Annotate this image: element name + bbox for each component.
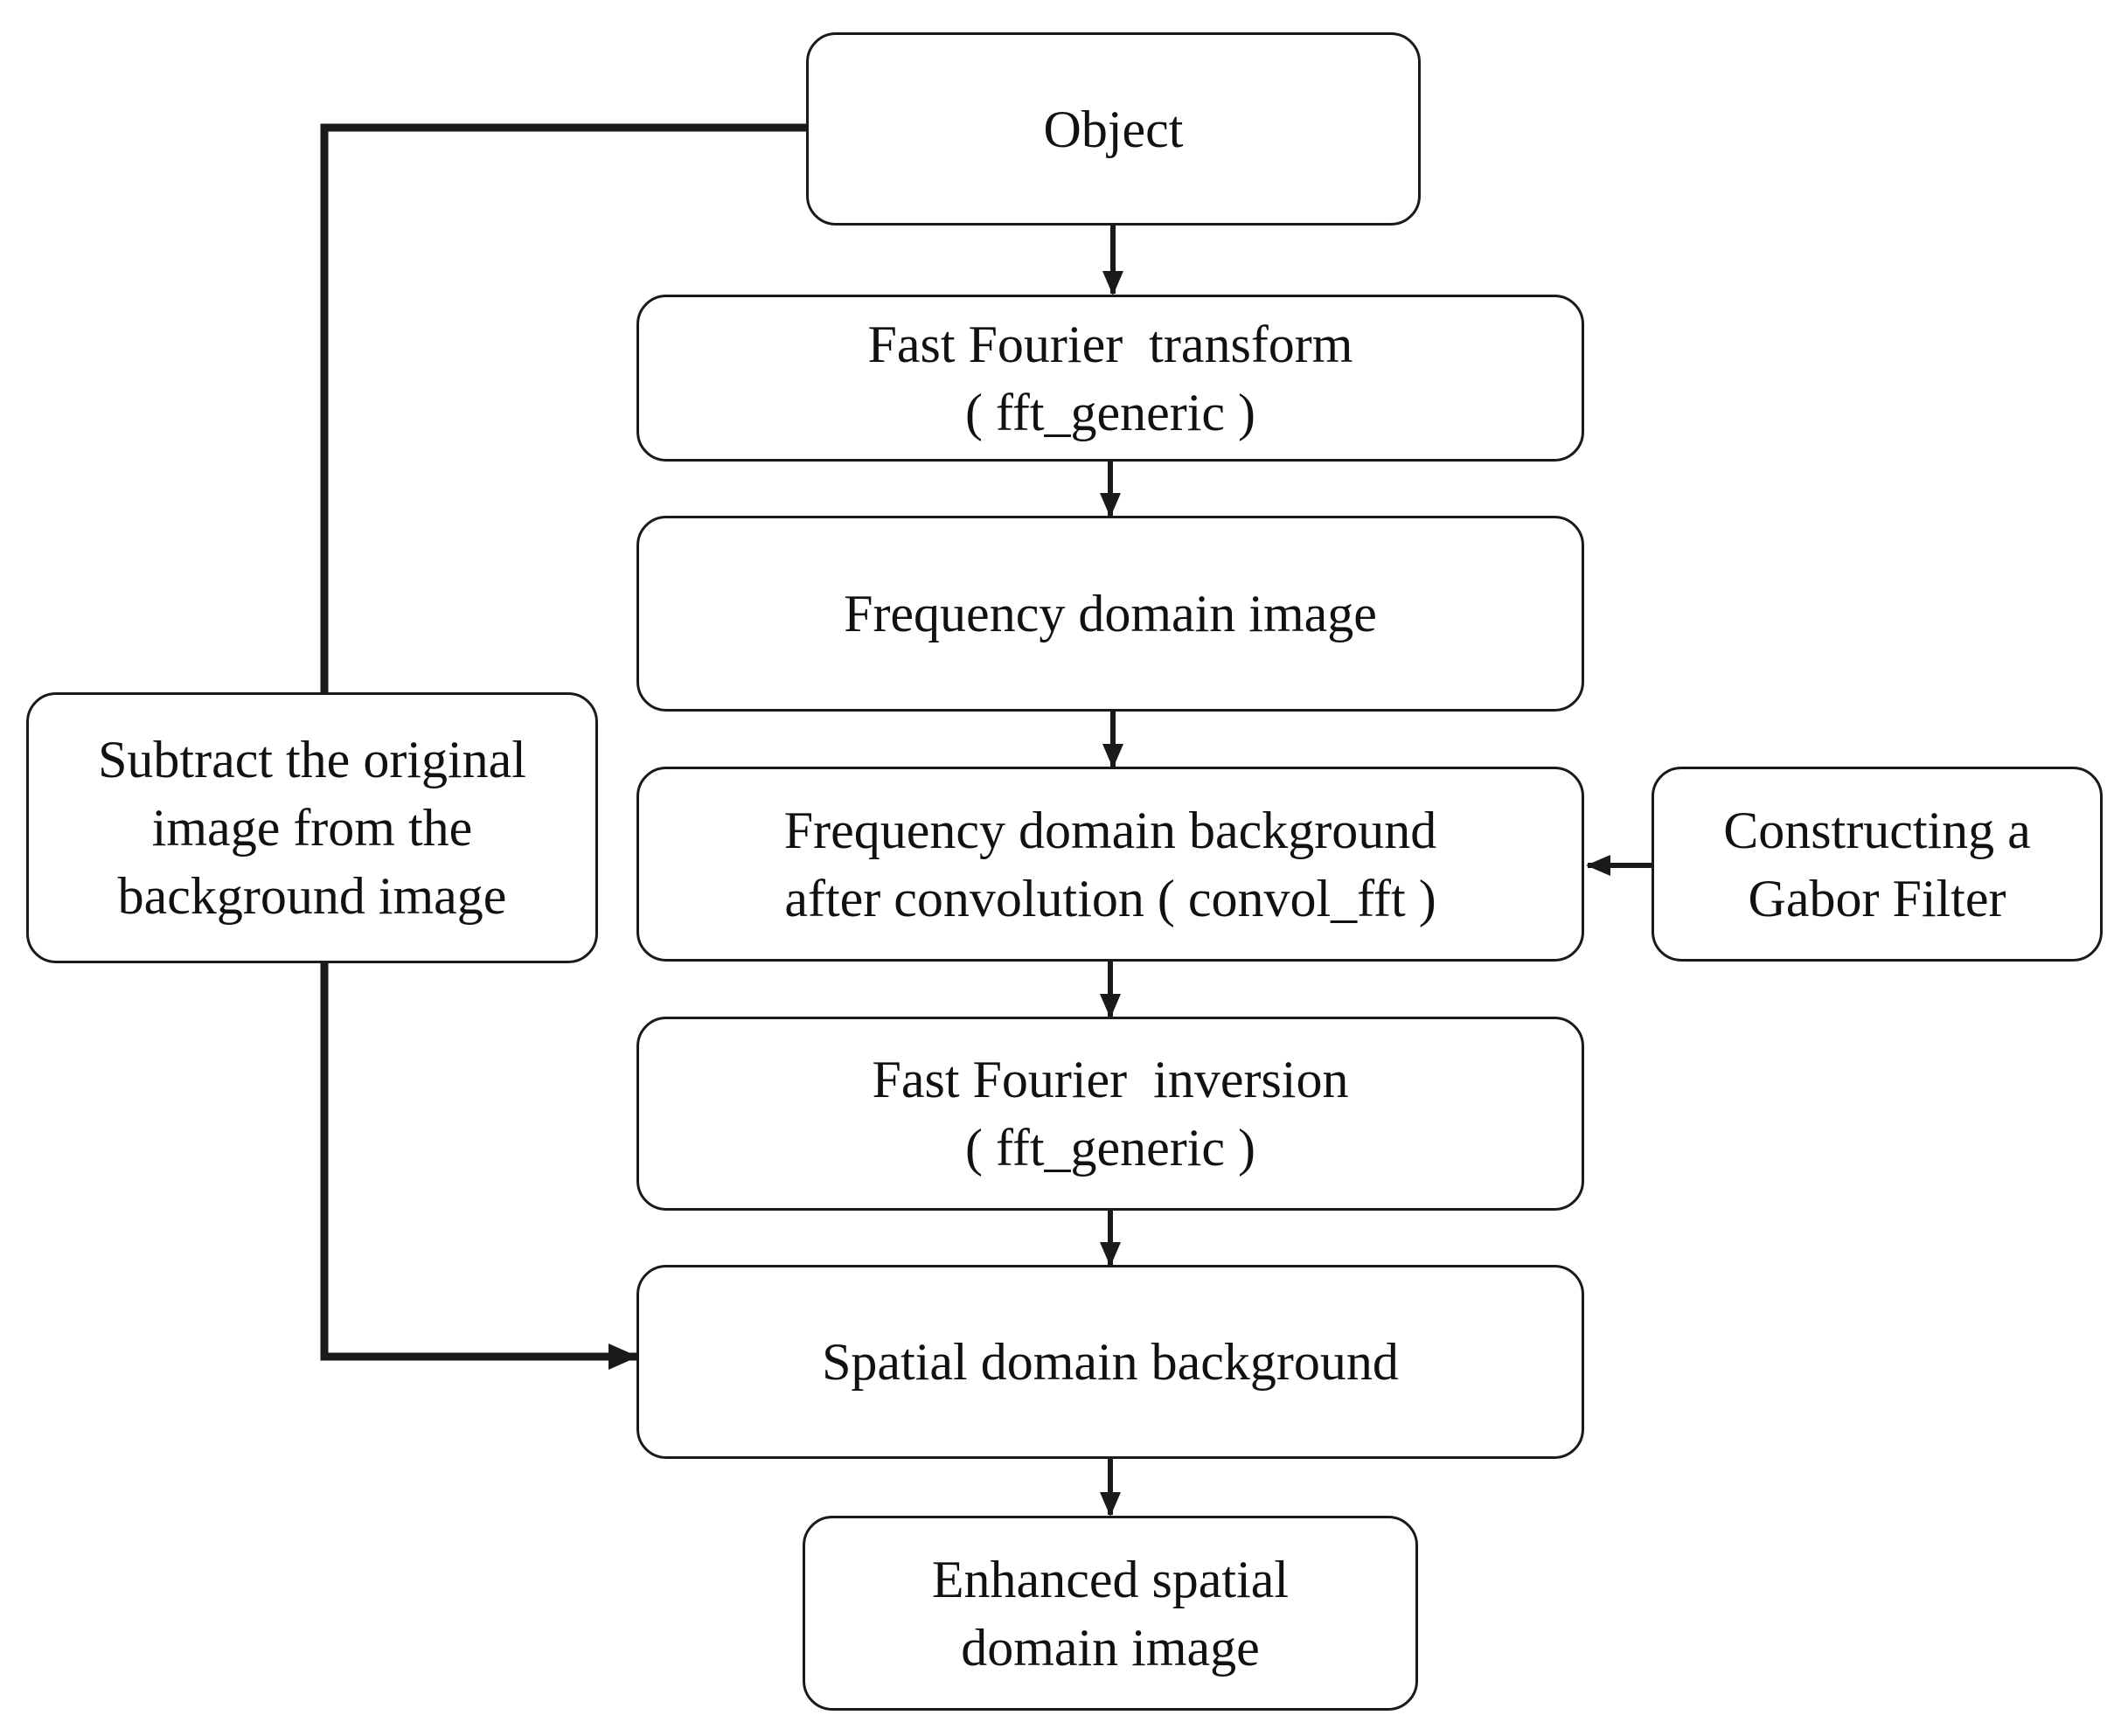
subtract-label-line-1: Subtract the original — [98, 731, 526, 788]
frequency-domain-background-label-line-1: Frequency domain background — [783, 801, 1437, 859]
subtract-node: Subtract the original image from the bac… — [26, 692, 598, 963]
fft-transform-label-line-2: ( fft_generic ) — [964, 383, 1256, 441]
subtract-label-line-2: image from the — [151, 799, 473, 857]
object-node-label: Object — [1043, 100, 1184, 158]
fft-transform-label-line-1: Fast Fourier transform — [867, 315, 1353, 373]
arrow-subtract-to-spatial-background — [320, 962, 638, 1370]
enhanced-image-node: Enhanced spatial domain image — [803, 1516, 1418, 1711]
enhanced-image-label-line-2: domain image — [961, 1618, 1260, 1677]
frequency-domain-image-node: Frequency domain image — [636, 516, 1584, 712]
frequency-domain-image-label: Frequency domain image — [844, 585, 1377, 642]
spatial-domain-background-label: Spatial domain background — [822, 1333, 1399, 1391]
enhanced-image-label-line-1: Enhanced spatial — [931, 1550, 1290, 1608]
fft-inversion-node: Fast Fourier inversion ( fft_generic ) — [636, 1017, 1584, 1211]
object-node: Object — [806, 32, 1421, 226]
fft-inversion-label-line-2: ( fft_generic ) — [964, 1119, 1256, 1177]
frequency-domain-background-label-line-2: after convolution ( convol_fft ) — [784, 869, 1436, 927]
gabor-filter-node: Constructing a Gabor Filter — [1652, 767, 2103, 962]
frequency-domain-background-node: Frequency domain background after convol… — [636, 767, 1584, 962]
subtract-label-line-3: background image — [117, 867, 507, 925]
fft-inversion-label-line-1: Fast Fourier inversion — [872, 1051, 1349, 1108]
spatial-domain-background-node: Spatial domain background — [636, 1265, 1584, 1459]
fft-transform-node: Fast Fourier transform ( fft_generic ) — [636, 295, 1584, 462]
gabor-filter-label-line-2: Gabor Filter — [1748, 869, 2006, 927]
gabor-filter-label-line-1: Constructing a — [1723, 801, 2031, 859]
line-object-to-subtract — [320, 123, 806, 692]
